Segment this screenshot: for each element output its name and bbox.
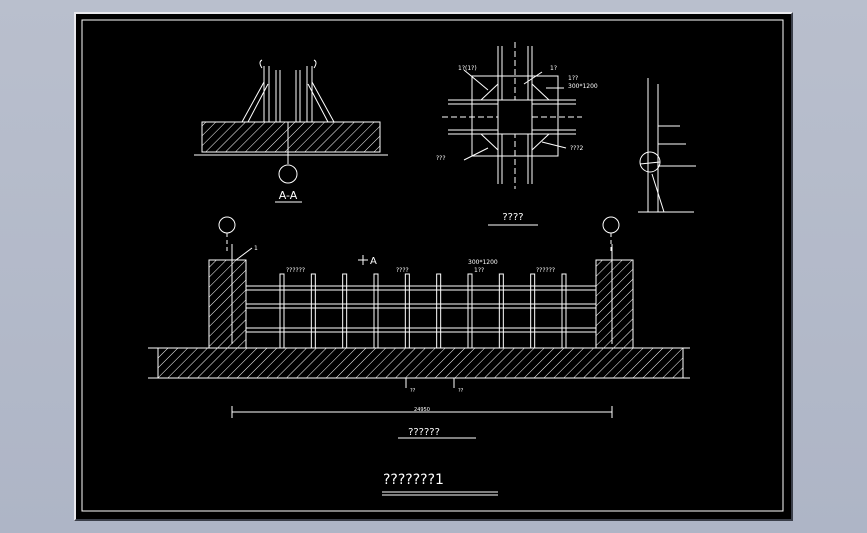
sheet-title: ???????1 (383, 472, 444, 488)
joint-callout-6: ???2 (570, 145, 584, 152)
bottom-mark-2: ?? (458, 388, 464, 394)
stiffener-rib (467, 273, 473, 349)
joint-callout-1: 1?(1?) (458, 65, 477, 72)
section-mark-a: A (370, 256, 377, 267)
section-aa-view (194, 59, 388, 203)
length-dimension: 24950 (414, 407, 430, 413)
stiffener-rib (498, 273, 504, 349)
joint-callout-5: ??? (436, 155, 446, 162)
joint-callout-4: 300*1200 (568, 83, 598, 90)
stiffener-rib (373, 273, 379, 349)
elevation-view (148, 216, 690, 439)
section-aa-label: A-A (279, 189, 298, 202)
stiffener-rib (561, 273, 567, 349)
drawing-sheet: A-A 1?(1?) 1? 1?? 300*1200 ??? ???2 ???? (74, 12, 793, 521)
stiffener-rib (342, 273, 348, 349)
elevation-label: ?????? (408, 427, 440, 438)
inner-border (81, 19, 784, 512)
elevation-callout-5: 1?? (474, 267, 484, 274)
stiffener-rib (530, 273, 536, 349)
stiffener-rib (436, 273, 442, 349)
joint-callout-3: 1?? (568, 75, 578, 82)
joint-detail-label: ???? (502, 212, 523, 223)
side-detail-view (638, 78, 696, 213)
joint-detail-view (442, 42, 582, 226)
stiffener-rib (404, 273, 410, 349)
elevation-callout-6: ?????? (536, 267, 555, 274)
elevation-callout-3: ???? (396, 267, 409, 274)
elevation-callout-4: 300*1200 (468, 259, 498, 266)
cad-drawing: A-A 1?(1?) 1? 1?? 300*1200 ??? ???2 ???? (81, 19, 784, 512)
stiffener-rib (310, 273, 316, 349)
joint-callout-2: 1? (550, 65, 557, 72)
stiffener-ribs (279, 273, 567, 349)
elevation-callout-1: 1 (254, 245, 258, 252)
elevation-callout-2: ?????? (286, 267, 305, 274)
bottom-mark-1: ?? (410, 388, 416, 394)
stiffener-rib (279, 273, 285, 349)
